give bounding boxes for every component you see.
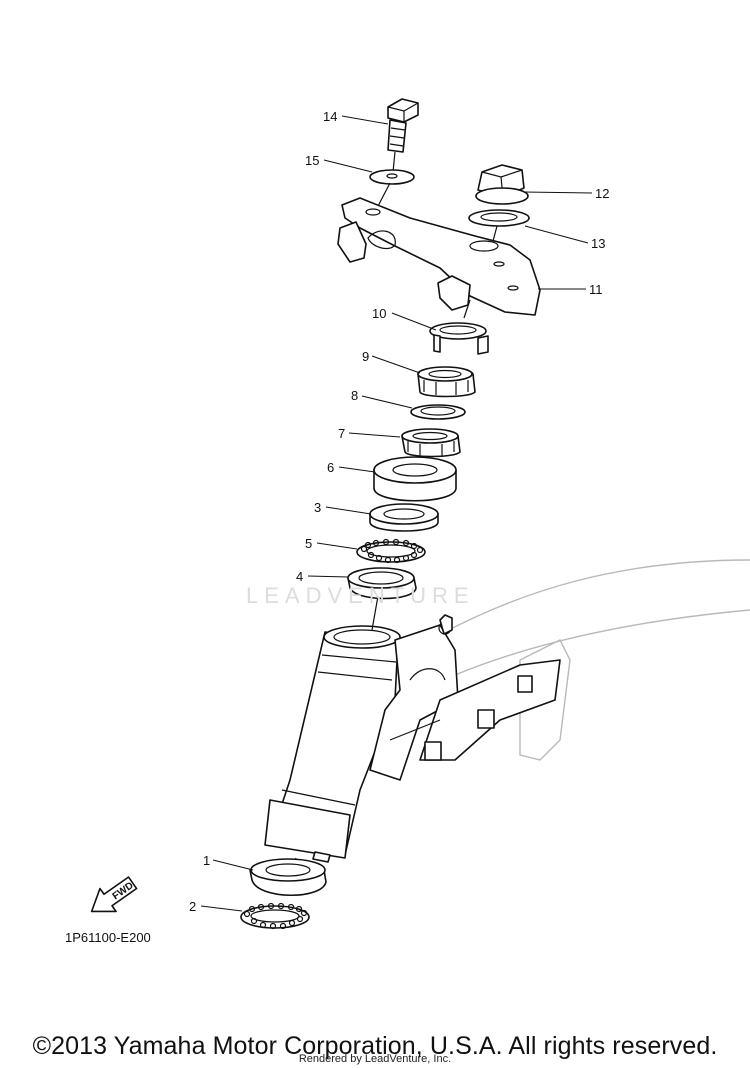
callouts: 14 15 12 13 11 10 9 8 7 6 3 5 4 1 2: [189, 109, 609, 914]
part-9-ring-nut: [417, 366, 476, 398]
steering-head-pipe: [264, 625, 401, 863]
part-13-washer: [468, 209, 530, 246]
callout-12: 12: [595, 186, 609, 201]
part-5-ball-bearing: [356, 538, 426, 564]
part-14-bolt: [387, 98, 419, 173]
callout-13: 13: [591, 236, 605, 251]
callout-5: 5: [305, 536, 312, 551]
callout-4: 4: [296, 569, 303, 584]
part-4-bearing-race: [347, 567, 417, 631]
part-2-ball-bearing: [240, 902, 310, 930]
part-11-upper-bracket: [337, 197, 541, 319]
part-3-bearing-race: [369, 503, 439, 532]
callout-9: 9: [362, 349, 369, 364]
callout-14: 14: [323, 109, 337, 124]
part-12-nut: [475, 164, 529, 205]
frame-outline: [429, 559, 750, 761]
part-6-bearing-cover: [373, 456, 457, 502]
callout-8: 8: [351, 388, 358, 403]
rendered-by-notice: Rendered by LeadVenture, Inc.: [298, 1053, 452, 1065]
callout-10: 10: [372, 306, 386, 321]
frame-gusset: [369, 614, 561, 781]
copyright-notice: ©2013 Yamaha Motor Corporation, U.S.A. A…: [32, 1032, 718, 1060]
part-8-washer: [410, 404, 466, 420]
part-10-lock-washer: [429, 322, 489, 355]
part-7-ring-nut: [401, 428, 461, 458]
callout-3: 3: [314, 500, 321, 515]
part-1-bearing-race: [249, 857, 327, 897]
fwd-arrow-icon: FWD: [90, 876, 138, 913]
callout-7: 7: [338, 426, 345, 441]
callout-6: 6: [327, 460, 334, 475]
callout-1: 1: [203, 853, 210, 868]
callout-15: 15: [305, 153, 319, 168]
leader-lines: [200, 115, 593, 912]
callout-11: 11: [589, 282, 603, 297]
callout-2: 2: [189, 899, 196, 914]
watermark: LEADVENTURE: [246, 583, 475, 608]
part-code: 1P61100-E200: [65, 930, 151, 945]
